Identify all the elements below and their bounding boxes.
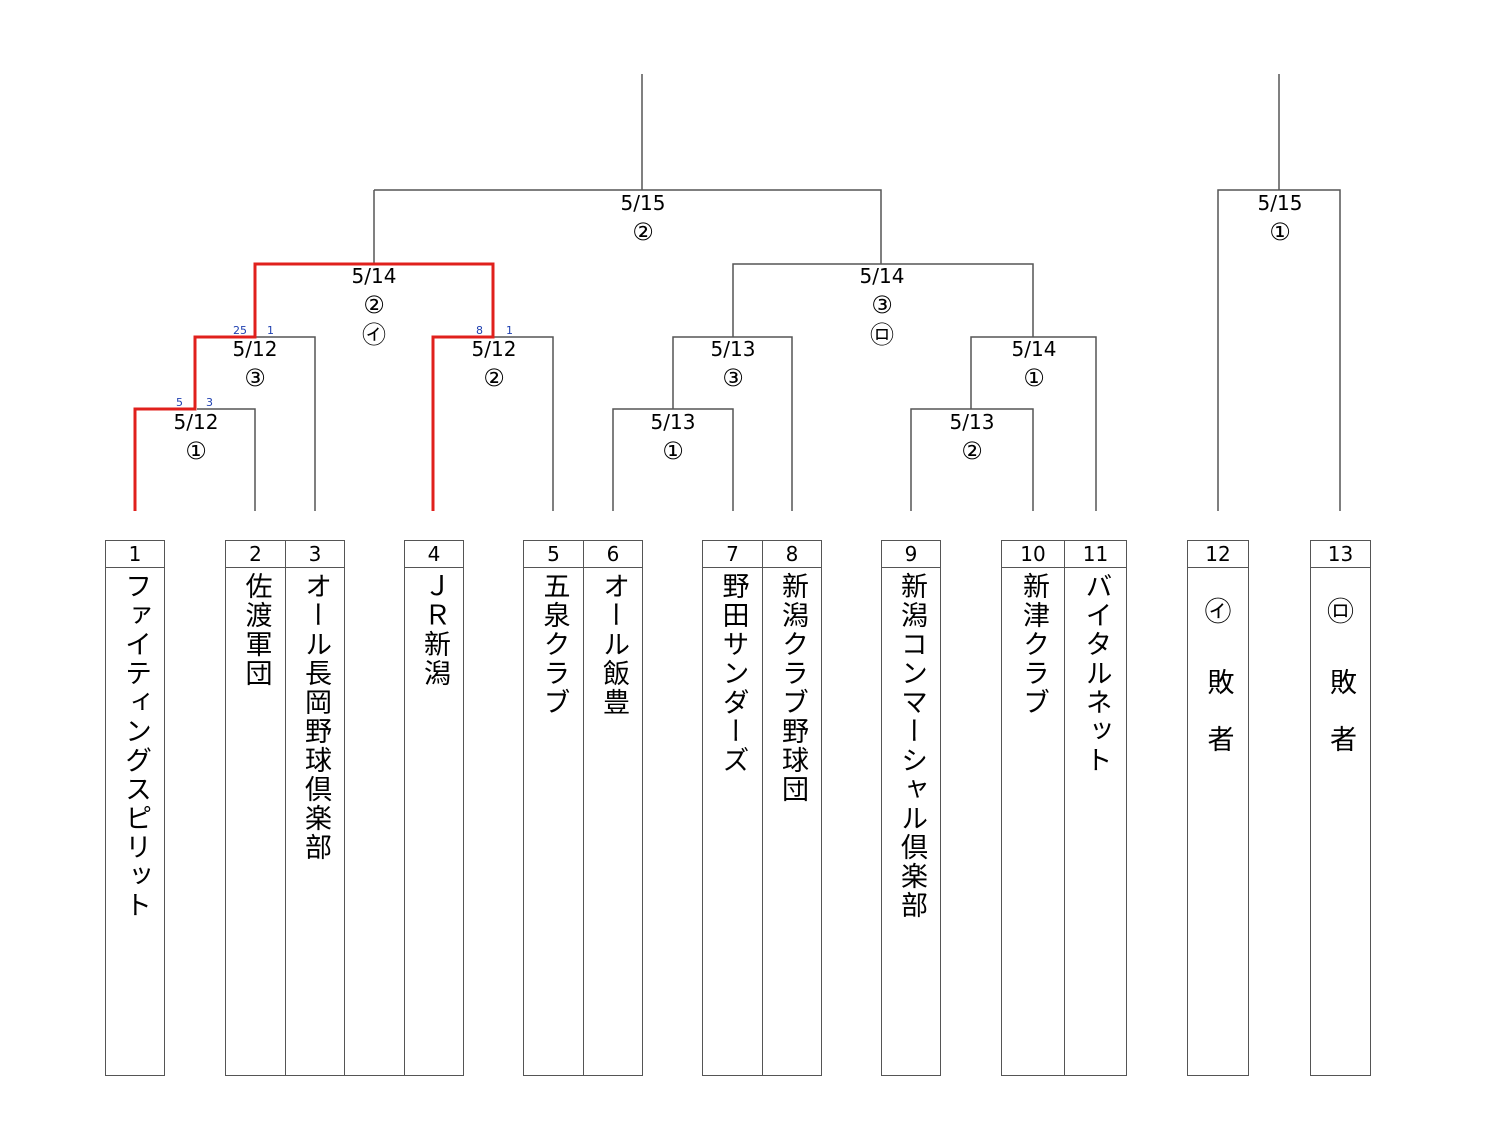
round-date: 5/13	[650, 410, 696, 434]
bracket-line	[910, 408, 1034, 511]
team-box: 3 オール長岡野球倶楽部	[285, 540, 345, 1076]
team-seed: 11	[1065, 541, 1126, 568]
team-seed: 12	[1188, 541, 1248, 568]
round-label-5-13-3: 5/13 ③	[693, 335, 773, 393]
winner-path-team4	[374, 262, 495, 511]
round-date: 5/14	[351, 264, 397, 288]
round-date: 5/13	[949, 410, 995, 434]
round-number: ②	[632, 218, 654, 246]
bracket-line	[732, 263, 1034, 337]
round-label-5-13-2: 5/13 ②	[932, 408, 1012, 466]
team-seed: 13	[1311, 541, 1370, 568]
team-seed: 2	[226, 541, 285, 568]
team-seed: 3	[286, 541, 344, 568]
round-label-5-12-1: 5/12 ①	[156, 408, 236, 466]
loser-mark: ㋺	[1327, 597, 1354, 628]
team-box: 4 ＪＲ新潟	[404, 540, 464, 1076]
round-label-5-13-1: 5/13 ①	[633, 408, 713, 466]
bracket-mark: ㋺	[870, 321, 894, 349]
team-seed: 1	[106, 541, 164, 568]
team-seed: 7	[703, 541, 762, 568]
round-label-5-14-3: 5/14 ③ ㋺	[842, 262, 922, 350]
score: 3	[206, 396, 213, 409]
score: 8	[476, 324, 483, 337]
score: 5	[176, 396, 183, 409]
team-box: 2 佐渡軍団	[225, 540, 286, 1076]
team-box: 6 オール飯豊	[583, 540, 643, 1076]
team-box: 10 新津クラブ	[1001, 540, 1065, 1076]
team-name: 佐渡軍団	[240, 572, 272, 688]
team-box: 11 バイタルネット	[1064, 540, 1127, 1076]
round-date: 5/13	[710, 337, 756, 361]
team-box: 12 ㋑ 敗者	[1187, 540, 1249, 1076]
team-name: オール長岡野球倶楽部	[300, 572, 331, 862]
round-label-third-place: 5/15 ①	[1240, 189, 1320, 247]
round-number: ②	[363, 291, 385, 319]
team-seed: 10	[1002, 541, 1064, 568]
team-seed: 5	[524, 541, 583, 568]
round-number: ③	[871, 291, 893, 319]
bracket-line	[255, 336, 316, 511]
round-label-5-14-2: 5/14 ② ㋑	[334, 262, 414, 350]
loser-label: 敗者	[1325, 668, 1356, 782]
score: 25	[233, 324, 247, 337]
round-number: ②	[483, 364, 505, 392]
winner-path-team1	[133, 262, 374, 511]
round-date: 5/14	[1011, 337, 1057, 361]
team-box: 7 野田サンダーズ	[702, 540, 763, 1076]
round-date: 5/12	[471, 337, 517, 361]
team-name: 新潟クラブ野球団	[777, 572, 808, 804]
team-box: 9 新潟コンマーシャル倶楽部	[881, 540, 941, 1076]
team-name: 新潟コンマーシャル倶楽部	[896, 572, 927, 920]
team-name: 五泉クラブ	[538, 572, 570, 717]
round-number: ②	[961, 437, 983, 465]
bracket-line	[493, 336, 554, 511]
team-name: バイタルネット	[1080, 572, 1112, 775]
team-name: 新津クラブ	[1018, 572, 1049, 717]
round-label-5-12-3: 5/12 ③	[215, 335, 295, 393]
score: 1	[506, 324, 513, 337]
round-number: ③	[244, 364, 266, 392]
team-box: 13 ㋺ 敗者	[1310, 540, 1371, 1076]
round-date: 5/15	[620, 191, 666, 215]
team-name: ファイティングスピリット	[120, 572, 151, 920]
round-number: ①	[662, 437, 684, 465]
loser-mark: ㋑	[1204, 597, 1232, 628]
team-box: 5 五泉クラブ	[523, 540, 584, 1076]
round-date: 5/12	[173, 410, 219, 434]
round-date: 5/14	[859, 264, 905, 288]
team-name: オール飯豊	[598, 572, 629, 717]
round-label-5-14-1: 5/14 ①	[994, 335, 1074, 393]
round-date: 5/15	[1257, 191, 1303, 215]
loser-label: 敗者	[1202, 668, 1234, 782]
round-number: ①	[1023, 364, 1045, 392]
round-number: ①	[185, 437, 207, 465]
team-name: 野田サンダーズ	[717, 572, 749, 775]
team-seed: 4	[405, 541, 463, 568]
team-seed: 8	[763, 541, 821, 568]
box-connector	[344, 1062, 405, 1076]
team-box: 1 ファイティングスピリット	[105, 540, 165, 1076]
round-label-final: 5/15 ②	[603, 189, 683, 247]
team-name: ＪＲ新潟	[419, 572, 450, 688]
round-number: ③	[722, 364, 744, 392]
team-box: 8 新潟クラブ野球団	[762, 540, 822, 1076]
round-number: ①	[1269, 218, 1291, 246]
bracket-line	[374, 189, 882, 264]
bracket-line	[197, 408, 256, 511]
team-seed: 9	[882, 541, 940, 568]
round-date: 5/12	[232, 337, 278, 361]
round-label-5-12-2: 5/12 ②	[454, 335, 534, 393]
team-seed: 6	[584, 541, 642, 568]
bracket-mark: ㋑	[362, 321, 386, 349]
score: 1	[267, 324, 274, 337]
